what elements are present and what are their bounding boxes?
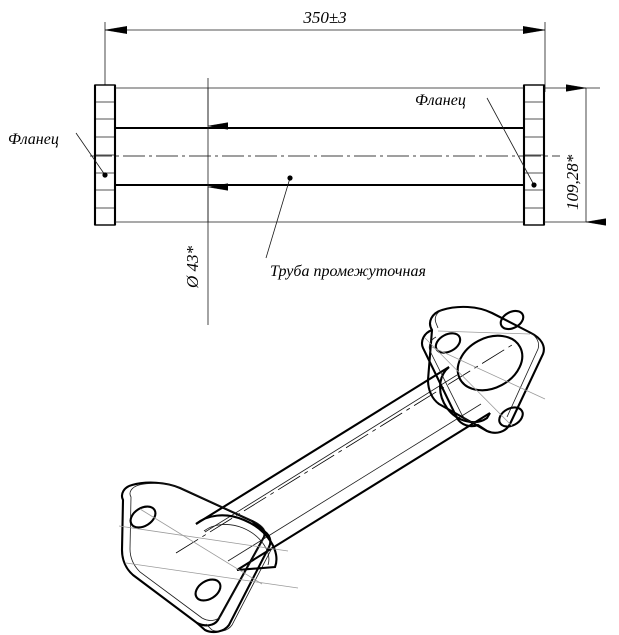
bolt-hole-icon <box>498 406 524 428</box>
callout-flange-left-text: Фланец <box>8 131 59 148</box>
callout-flange-left: Фланец <box>8 131 108 178</box>
callout-intermediate-pipe-text: Труба промежуточная <box>270 263 426 280</box>
bolt-hole-icon <box>434 332 462 354</box>
flange-bore-icon <box>456 334 524 392</box>
bolt-hole-icon <box>499 309 525 331</box>
dimension-length-text: 350±3 <box>302 8 346 27</box>
callout-flange-right-dot <box>531 182 537 188</box>
dimension-bore-diameter-text: Ø 43* <box>183 245 202 289</box>
callout-intermediate-pipe: Труба промежуточная <box>265 175 426 280</box>
bolt-hole-icon <box>129 505 157 529</box>
extension-lines-length <box>104 22 546 92</box>
flange-right-section <box>522 84 546 226</box>
callout-flange-right-text: Фланец <box>415 92 466 109</box>
bolt-hole-icon <box>194 578 222 602</box>
iso-view-group <box>118 305 546 634</box>
iso-flange-lower-left <box>118 481 299 634</box>
callout-intermediate-pipe-dot <box>287 175 293 181</box>
callout-flange-right: Фланец <box>415 92 537 188</box>
callout-flange-left-dot <box>102 172 108 178</box>
top-view-group: 350±3 <box>8 8 600 325</box>
dimension-flange-height: 109,28* <box>544 88 600 222</box>
flange-left-section <box>93 84 117 226</box>
dimension-bore-diameter: Ø 43* <box>183 78 208 325</box>
pipe-body-section <box>115 87 524 223</box>
iso-pipe-body <box>175 344 513 571</box>
dimension-flange-height-text: 109,28* <box>563 154 582 210</box>
dimension-length: 350±3 <box>105 8 545 30</box>
iso-flange-upper-right <box>420 305 546 434</box>
